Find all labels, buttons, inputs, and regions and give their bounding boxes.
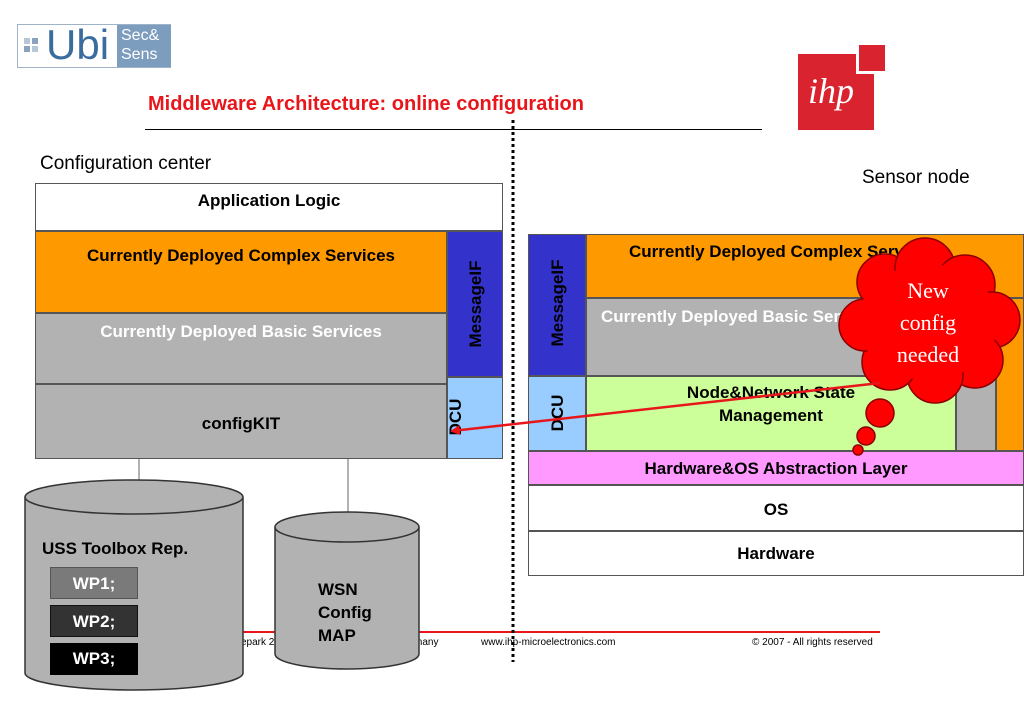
footer-url: www.ihp-microelectronics.com [481,637,616,648]
left-dcu: DCU [446,377,503,459]
cloud-text-line2: config [899,310,957,335]
cloud-text-line3: needed [896,342,960,367]
hardware-label: Hardware [737,544,815,563]
right-side-gray-strip [956,376,996,451]
left-configkit: configKIT [35,384,447,459]
footer-country: many [414,637,439,648]
wsn-line1: WSN [318,580,358,599]
wsn-line2: Config [318,603,372,622]
config-center-label: Configuration center [40,153,212,174]
footer-copyright: © 2007 - All rights reserved [752,637,873,648]
page-title: Middleware Architecture: online configur… [148,93,584,115]
application-logic-label: Application Logic [197,191,341,210]
logo-sub-line1: Sec& [121,27,160,44]
node-network-label-line1: Node&Network State [686,383,856,402]
left-basic-label: Currently Deployed Basic Services [100,322,382,341]
uss-title: USS Toolbox Rep. [42,539,189,558]
ubisecsens-logo: Ubi Sec& Sens [17,21,171,68]
hardware-box: Hardware [528,531,1024,576]
footer-rule [240,631,880,633]
application-logic-box: Application Logic [35,183,503,231]
right-basic-label: Currently Deployed Basic Services [601,307,883,326]
logo-main: Ubi [46,21,110,68]
os-label: OS [763,500,789,519]
left-messageif: MessageIF [447,231,503,377]
left-configkit-label: configKIT [201,414,281,433]
wp3-badge: WP3; [50,643,138,675]
wp2-badge: WP2; [50,605,138,637]
ihp-logo-text: ihp [808,71,855,111]
right-dcu: DCU [528,376,586,451]
hal-label: Hardware&OS Abstraction Layer [644,459,908,478]
node-network-label-line2: Management [719,406,823,425]
cloud-text-line1: New [907,278,949,303]
title-underline [145,129,762,130]
logo-dots-icon [24,38,46,56]
hal-box: Hardware&OS Abstraction Layer [528,451,1024,485]
sensor-node-label: Sensor node [862,167,970,188]
right-complex-label: Currently Deployed Complex Services [629,242,938,261]
wp1-badge: WP1; [50,567,138,599]
footer-address: epark 2 [241,637,275,648]
left-complex-services: Currently Deployed Complex Services [35,231,447,313]
config-arrow [450,381,881,436]
left-basic-services: Currently Deployed Basic Services [35,313,447,384]
logo-sub-line2: Sens [121,46,158,63]
wsn-line3: MAP [318,626,356,645]
right-messageif: MessageIF [528,234,586,376]
wsn-config-cylinder [274,511,420,670]
logo-sub-panel: Sec& Sens [117,25,171,67]
new-config-cloud [838,237,1021,456]
left-complex-label: Currently Deployed Complex Services [86,246,395,265]
ihp-logo: ihp [798,42,888,130]
os-box: OS [528,485,1024,531]
